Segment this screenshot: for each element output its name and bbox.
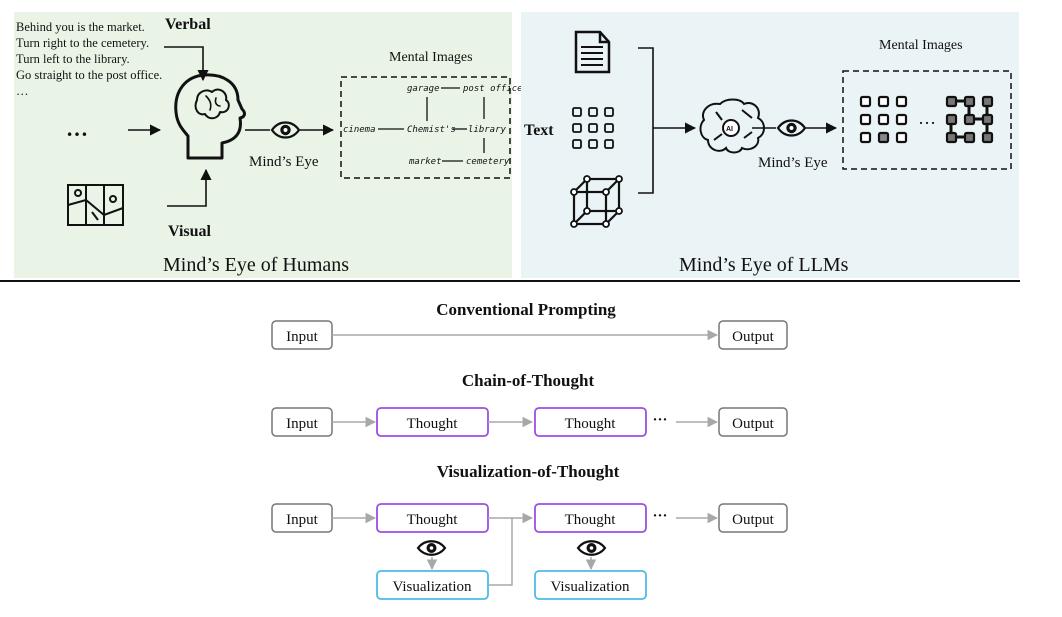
map-label-market: market: [408, 157, 442, 167]
ai-label: AI: [726, 126, 733, 133]
map-label-cemetery: cemetery: [466, 157, 510, 167]
instruction-text-block: Behind you is the market. Turn right to …: [16, 20, 162, 98]
vot-eye-icon-2: [576, 540, 607, 556]
conventional-output-box: [718, 320, 788, 350]
map-label-garage: garage: [407, 84, 440, 94]
cube-vertices: [570, 175, 623, 228]
humans-panel-bg: [14, 12, 512, 278]
minds-eye-label-humans: Mind’s Eye: [249, 154, 319, 170]
mental-grid-ellipsis: …: [918, 108, 936, 128]
visual-label: Visual: [168, 223, 212, 240]
vot-ellipsis: ···: [652, 508, 667, 524]
vot-thought-label-1: Thought: [407, 512, 459, 528]
grid-icon: [572, 107, 614, 149]
conventional-title: Conventional Prompting: [436, 300, 616, 319]
cot-input-label: Input: [286, 416, 318, 432]
mental-images-label-humans: Mental Images: [389, 50, 473, 65]
cot-thought-label-2: Thought: [565, 416, 617, 432]
cot-ellipsis: ···: [652, 412, 667, 428]
vot-viz-feedback-line: [488, 518, 513, 586]
instruction-line: …: [16, 84, 29, 98]
cot-title: Chain-of-Thought: [462, 371, 595, 390]
vot-viz-box-2: [534, 570, 647, 600]
minds-eye-label-llms: Mind’s Eye: [758, 155, 828, 171]
cot-output-label: Output: [732, 416, 775, 432]
cot-output-box: [718, 407, 788, 437]
document-icon: [574, 30, 611, 74]
instruction-line: Go straight to the post office.: [16, 68, 162, 82]
vot-thought-box-2: [534, 503, 647, 533]
mental-map-labels: garage post office cinema Chemist's libr…: [343, 84, 523, 167]
minds-eye-icon-humans: [270, 121, 301, 139]
mental-map-lines: [378, 87, 485, 162]
vot-eye-icon-1: [416, 540, 447, 556]
minds-eye-icon-llms: [776, 119, 807, 137]
inputs-bracket: [638, 47, 654, 194]
vot-output-box: [718, 503, 788, 533]
verbal-arrow: [164, 46, 209, 82]
map-label-library: library: [468, 125, 507, 135]
vot-title: Visualization-of-Thought: [437, 462, 620, 481]
instruction-line: Behind you is the market.: [16, 20, 145, 34]
mental-grid-box: [842, 70, 1012, 170]
instruction-line: Turn right to the cemetery.: [16, 36, 149, 50]
human-brain-head-icon: [174, 73, 246, 160]
vot-input-label: Input: [286, 512, 318, 528]
conventional-input-label: Input: [286, 329, 318, 345]
map-label-post-office: post office: [462, 84, 523, 94]
llms-panel-title: Mind’s Eye of LLMs: [679, 254, 849, 276]
vot-thought-label-2: Thought: [565, 512, 617, 528]
map-icon: [67, 184, 124, 226]
mental-grid-right: [945, 95, 994, 144]
vot-viz-label-2: Visualization: [550, 579, 630, 595]
visual-arrow: [167, 168, 212, 207]
instruction-line: Turn left to the library.: [16, 52, 130, 66]
cot-thought-box-2: [534, 407, 647, 437]
mental-map-box: [340, 76, 511, 179]
conventional-output-label: Output: [732, 329, 775, 345]
ai-brain-icon: [699, 98, 765, 154]
llms-panel-bg: [521, 12, 1019, 278]
cot-thought-label-1: Thought: [407, 416, 459, 432]
map-label-cinema: cinema: [343, 125, 376, 135]
verbal-label: Verbal: [165, 16, 211, 33]
ellipsis-left: …: [66, 116, 88, 141]
mental-images-label-llms: Mental Images: [879, 38, 963, 53]
text-label: Text: [524, 122, 554, 139]
humans-panel-title: Mind’s Eye of Humans: [163, 254, 349, 276]
vot-output-label: Output: [732, 512, 775, 528]
vot-viz-label-1: Visualization: [392, 579, 472, 595]
mental-grid-left: [859, 95, 908, 144]
map-label-chemists: Chemist's: [407, 125, 456, 135]
